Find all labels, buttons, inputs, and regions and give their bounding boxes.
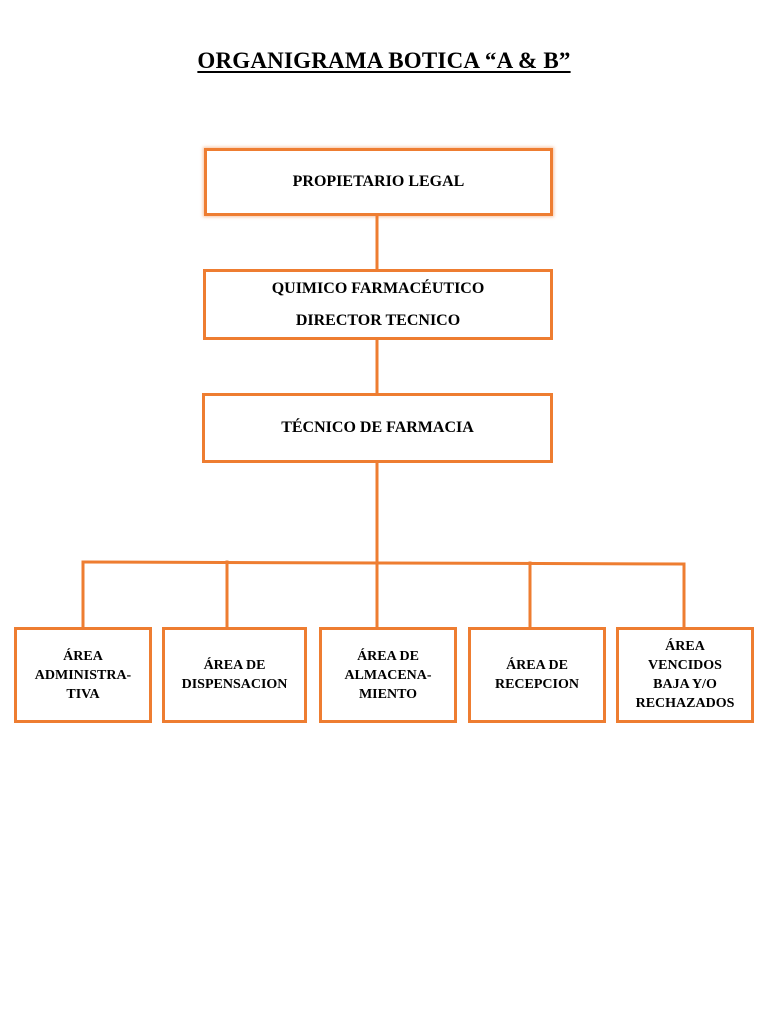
- node-area-recepcion: ÁREA DE RECEPCION: [468, 627, 606, 723]
- node-label-line-1: ÁREA: [665, 639, 705, 654]
- node-propietario-legal: PROPIETARIO LEGAL: [204, 148, 553, 216]
- node-label-line-2: DISPENSACION: [181, 677, 288, 692]
- node-label-line-3: BAJA Y/O: [653, 677, 717, 692]
- node-tecnico-de-farmacia: TÉCNICO DE FARMACIA: [202, 393, 553, 463]
- connector-horizontal-bus: [81, 560, 686, 566]
- node-label-line-2: VENCIDOS: [648, 658, 722, 673]
- node-label-line-1: QUIMICO FARMACÉUTICO: [271, 279, 485, 297]
- node-label-line-1: ÁREA DE: [203, 658, 266, 673]
- node-area-vencidos: ÁREA VENCIDOS BAJA Y/O RECHAZADOS: [616, 627, 754, 723]
- node-label-line-2: ADMINISTRA-: [34, 667, 132, 683]
- node-area-administrativa: ÁREA ADMINISTRA- TIVA: [14, 627, 152, 723]
- node-label-line-1: ÁREA DE: [506, 658, 568, 673]
- node-label-line-1: ÁREA DE: [357, 648, 419, 664]
- node-label: TÉCNICO DE FARMACIA: [281, 419, 474, 436]
- node-area-dispensacion: ÁREA DE DISPENSACION: [162, 627, 307, 723]
- node-label-line-2: ALMACENA-: [344, 667, 432, 683]
- node-quimico-farmaceutico: QUIMICO FARMACÉUTICO DIRECTOR TECNICO: [203, 269, 553, 340]
- node-label-line-3: MIENTO: [358, 686, 418, 702]
- page-title: ORGANIGRAMA BOTICA “A & B”: [197, 48, 571, 73]
- node-area-almacenamiento: ÁREA DE ALMACENA- MIENTO: [319, 627, 457, 723]
- node-label-line-1: ÁREA: [63, 648, 103, 664]
- node-label-line-4: RECHAZADOS: [635, 696, 735, 711]
- node-label: PROPIETARIO LEGAL: [292, 173, 465, 190]
- node-label-line-2: RECEPCION: [494, 677, 579, 692]
- node-label-line-3: TIVA: [66, 686, 100, 702]
- node-label-line-2: DIRECTOR TECNICO: [295, 311, 461, 329]
